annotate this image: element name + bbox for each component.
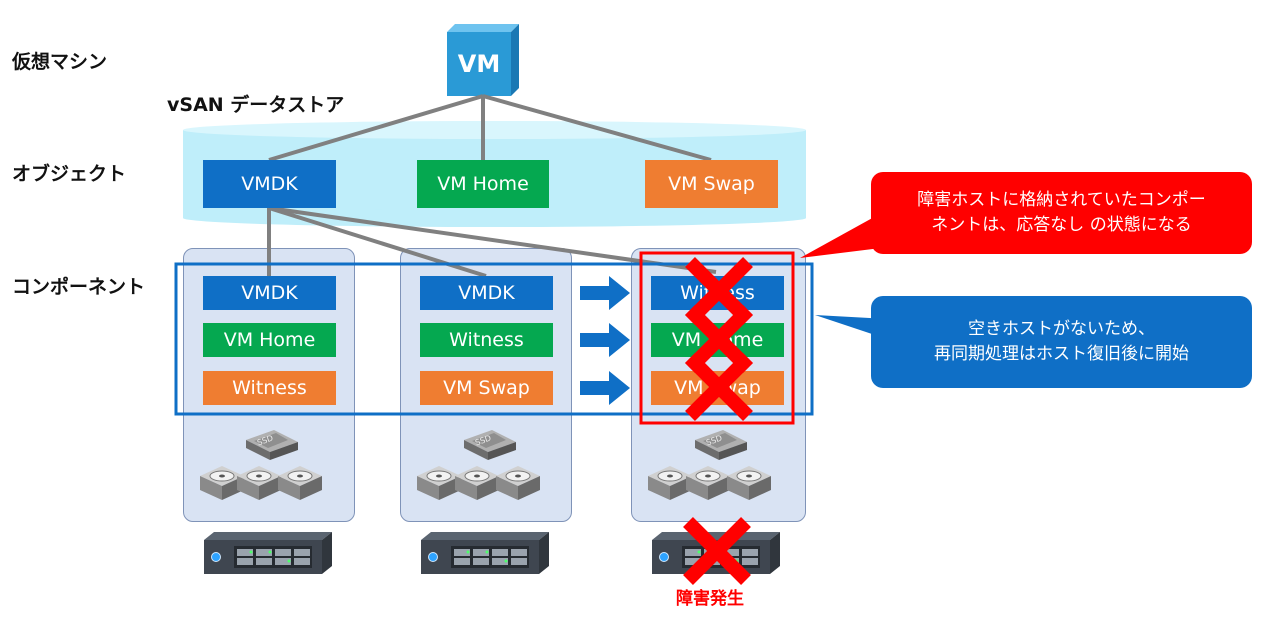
server-2-icon xyxy=(420,531,550,575)
failure-label: 障害発生 xyxy=(676,589,744,609)
line-vm-vmdk xyxy=(268,94,484,162)
callout-resync-line2: 再同期処理はホスト復旧後に開始 xyxy=(934,344,1189,364)
component-frame xyxy=(174,262,814,416)
cross-icon-server xyxy=(683,517,751,585)
callout-resync-line1: 空きホストがないため、 xyxy=(968,319,1155,340)
row-label-vm: 仮想マシン xyxy=(12,51,108,73)
failure-crosses xyxy=(683,257,753,585)
host1-component-witness: Witness xyxy=(203,371,336,405)
object-vm-swap: VM Swap xyxy=(645,160,778,208)
host2-component-vmdk: VMDK xyxy=(420,276,553,310)
resync-arrows xyxy=(580,276,630,405)
host1-component-vmdk: VMDK xyxy=(203,276,336,310)
row-label-object: オブジェクト xyxy=(12,163,127,185)
cross-icon-3 xyxy=(685,353,753,421)
failed-host-frame xyxy=(639,251,795,425)
object-vm-home: VM Home xyxy=(417,160,549,208)
row-label-component: コンポーネント xyxy=(12,276,146,298)
host2-component-witness: Witness xyxy=(420,323,553,357)
object-vmdk: VMDK xyxy=(203,160,336,208)
callout-resync: 空きホストがないため、 再同期処理はホスト復旧後に開始 xyxy=(871,296,1252,388)
vm-label: VM xyxy=(457,50,501,78)
vm-cube-icon: VM xyxy=(447,24,519,96)
arrow-icon-3 xyxy=(580,371,630,405)
host2-component-vm-swap: VM Swap xyxy=(420,371,553,405)
line-vm-swap xyxy=(482,94,712,162)
datastore-label: vSAN データストア xyxy=(167,94,345,116)
callout-failed-host-line1: 障害ホストに格納されていたコンポー xyxy=(917,190,1206,211)
arrow-icon-2 xyxy=(580,323,630,357)
callout-failed-host-line2: ネントは、応答なし の状態になる xyxy=(931,215,1192,235)
callout-failed-host: 障害ホストに格納されていたコンポー ネントは、応答なし の状態になる xyxy=(871,172,1252,254)
arrow-icon-1 xyxy=(580,276,630,310)
server-1-icon xyxy=(203,531,333,575)
host1-component-vm-home: VM Home xyxy=(203,323,336,357)
